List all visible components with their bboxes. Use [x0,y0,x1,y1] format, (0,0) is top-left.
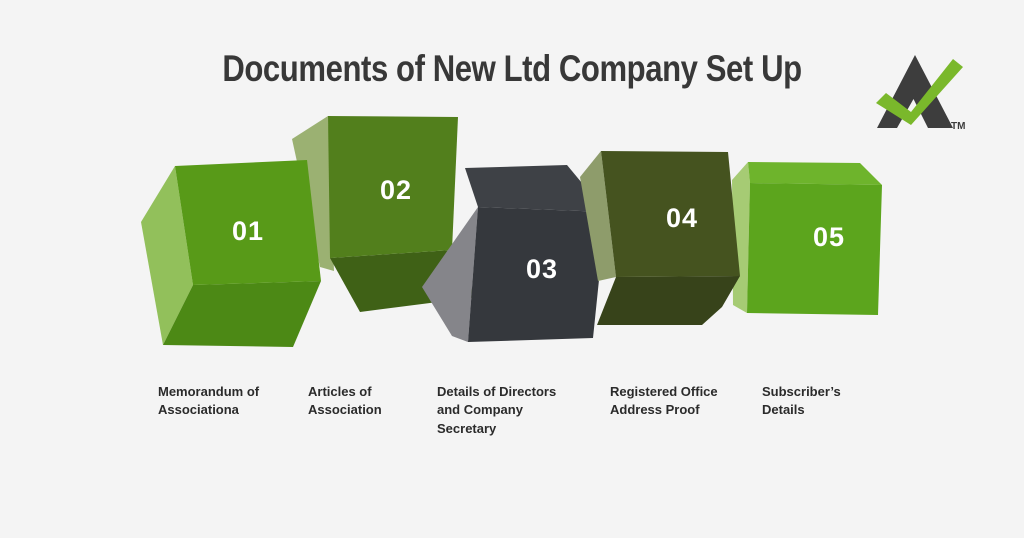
cube-02-front-face [328,116,458,258]
brand-logo: TM [876,55,965,132]
cube-02-number: 02 [380,175,412,205]
cube-05: 05 [732,162,882,315]
cube-01-bottom-face [163,281,321,347]
cube-03-label: Details of Directors and Company Secreta… [437,384,557,436]
cube-05-front-face [747,183,882,315]
cube-03: 03 [422,165,606,342]
cube-02-left-face [292,116,334,271]
cube-03-number: 03 [526,254,558,284]
cube-01: 01 [141,160,321,347]
cube-04-number: 04 [666,203,698,233]
cube-03-front-face [468,207,606,342]
cube-02: 02 [292,116,477,312]
cube-01-number: 01 [232,216,264,246]
cube-04-left-face [580,151,616,281]
cube-04-label: Registered Office Address Proof [610,384,718,418]
cube-03-left-face [422,207,478,342]
cube-05-number: 05 [813,222,845,252]
cube-04-bottom-face [597,276,740,325]
cube-04: 04 [580,151,740,325]
cube-04-front-face [601,151,740,277]
page-title: Documents of New Ltd Company Set Up [222,48,802,89]
cube-02-label: Articles of Association [308,384,382,418]
cube-01-label: Memorandum of Associationa [158,384,260,418]
cube-01-front-face [175,160,321,285]
cube-05-label: Subscriber’s Details [762,384,841,418]
cube-05-top-face [748,162,882,185]
cube-03-top-face [465,165,606,212]
logo-checkmark-icon [876,59,963,125]
logo-trademark: TM [951,121,965,132]
cube-01-left-face [141,166,193,345]
